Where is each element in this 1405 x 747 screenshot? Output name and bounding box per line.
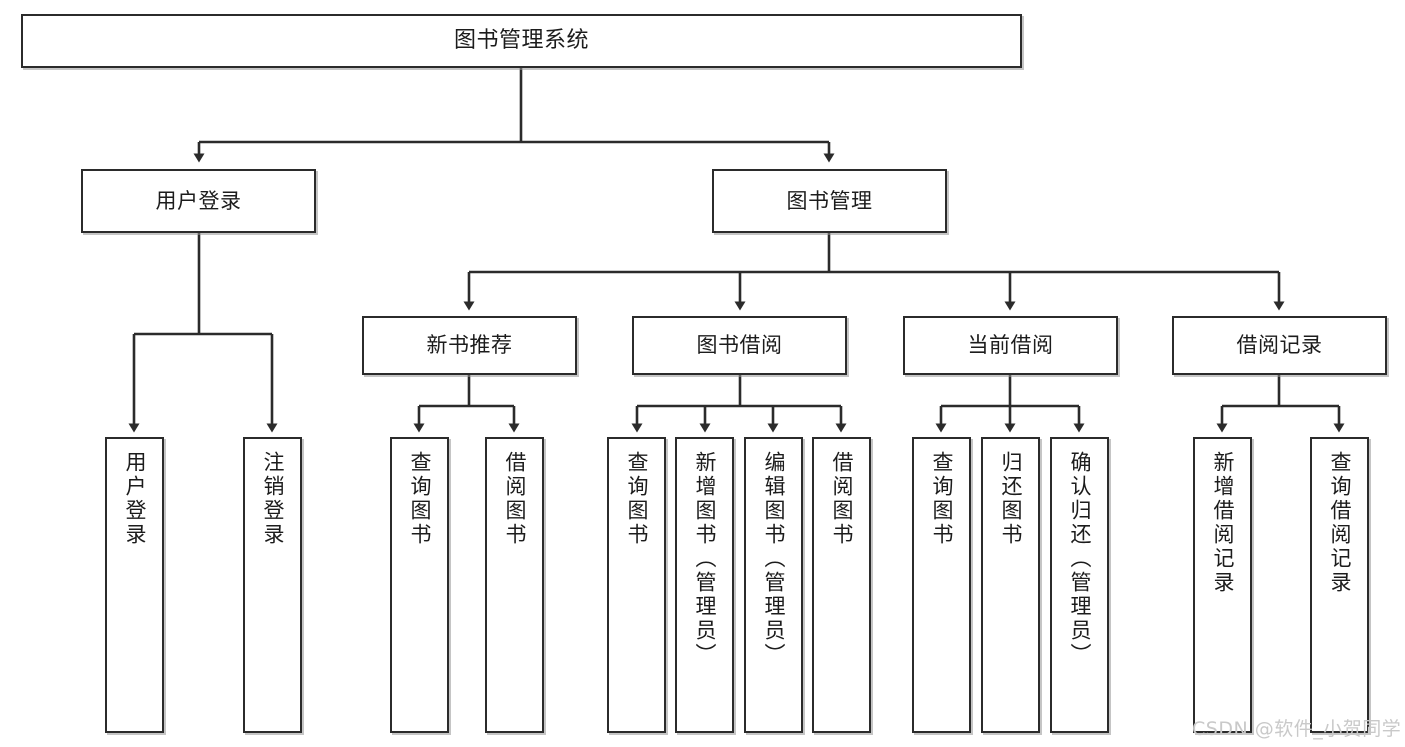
node-label: 当前借阅: [967, 333, 1054, 358]
node-leaf-query-book-current[interactable]: 查询图书: [912, 437, 971, 733]
node-label: 查询图书: [930, 451, 954, 547]
node-leaf-confirm-return-admin[interactable]: 确认归还（管理员）: [1050, 437, 1109, 733]
node-label: 新增借阅记录: [1211, 451, 1235, 595]
node-label: 查询图书: [625, 451, 649, 547]
node-leaf-return-book[interactable]: 归还图书: [981, 437, 1040, 733]
node-current-borrow[interactable]: 当前借阅: [903, 316, 1118, 375]
node-leaf-query-book-borrow[interactable]: 查询图书: [607, 437, 666, 733]
node-label: 图书管理系统: [453, 28, 589, 54]
node-label: 新增图书（管理员）: [693, 451, 717, 667]
node-borrow-record[interactable]: 借阅记录: [1172, 316, 1387, 375]
node-label: 查询借阅记录: [1328, 451, 1352, 595]
csdn-watermark: CSDN @软件_小贺同学: [1192, 718, 1402, 740]
node-label: 借阅图书: [503, 451, 527, 547]
node-leaf-borrow-book[interactable]: 借阅图书: [812, 437, 871, 733]
node-label: 编辑图书（管理员）: [762, 451, 786, 667]
node-label: 注销登录: [261, 451, 285, 547]
node-leaf-query-borrow-record[interactable]: 查询借阅记录: [1310, 437, 1369, 733]
node-label: 查询图书: [408, 451, 432, 547]
node-leaf-add-book-admin[interactable]: 新增图书（管理员）: [675, 437, 734, 733]
node-root-book-management-system[interactable]: 图书管理系统: [21, 14, 1022, 68]
node-leaf-add-borrow-record[interactable]: 新增借阅记录: [1193, 437, 1252, 733]
node-label: 新书推荐: [426, 333, 513, 358]
node-leaf-logout[interactable]: 注销登录: [243, 437, 302, 733]
node-label: 图书借阅: [696, 333, 783, 358]
node-book-borrow[interactable]: 图书借阅: [632, 316, 847, 375]
node-label: 用户登录: [123, 451, 147, 547]
node-user-login[interactable]: 用户登录: [81, 169, 316, 233]
node-leaf-edit-book-admin[interactable]: 编辑图书（管理员）: [744, 437, 803, 733]
node-new-book-recommend[interactable]: 新书推荐: [362, 316, 577, 375]
node-leaf-user-login[interactable]: 用户登录: [105, 437, 164, 733]
node-leaf-borrow-book-recommend[interactable]: 借阅图书: [485, 437, 544, 733]
node-label: 用户登录: [155, 188, 242, 213]
node-label: 借阅记录: [1236, 333, 1323, 358]
node-label: 归还图书: [999, 451, 1023, 547]
node-book-management[interactable]: 图书管理: [712, 169, 947, 233]
node-label: 确认归还（管理员）: [1068, 451, 1092, 667]
node-leaf-query-book-recommend[interactable]: 查询图书: [390, 437, 449, 733]
node-label: 图书管理: [786, 188, 873, 213]
node-label: 借阅图书: [830, 451, 854, 547]
